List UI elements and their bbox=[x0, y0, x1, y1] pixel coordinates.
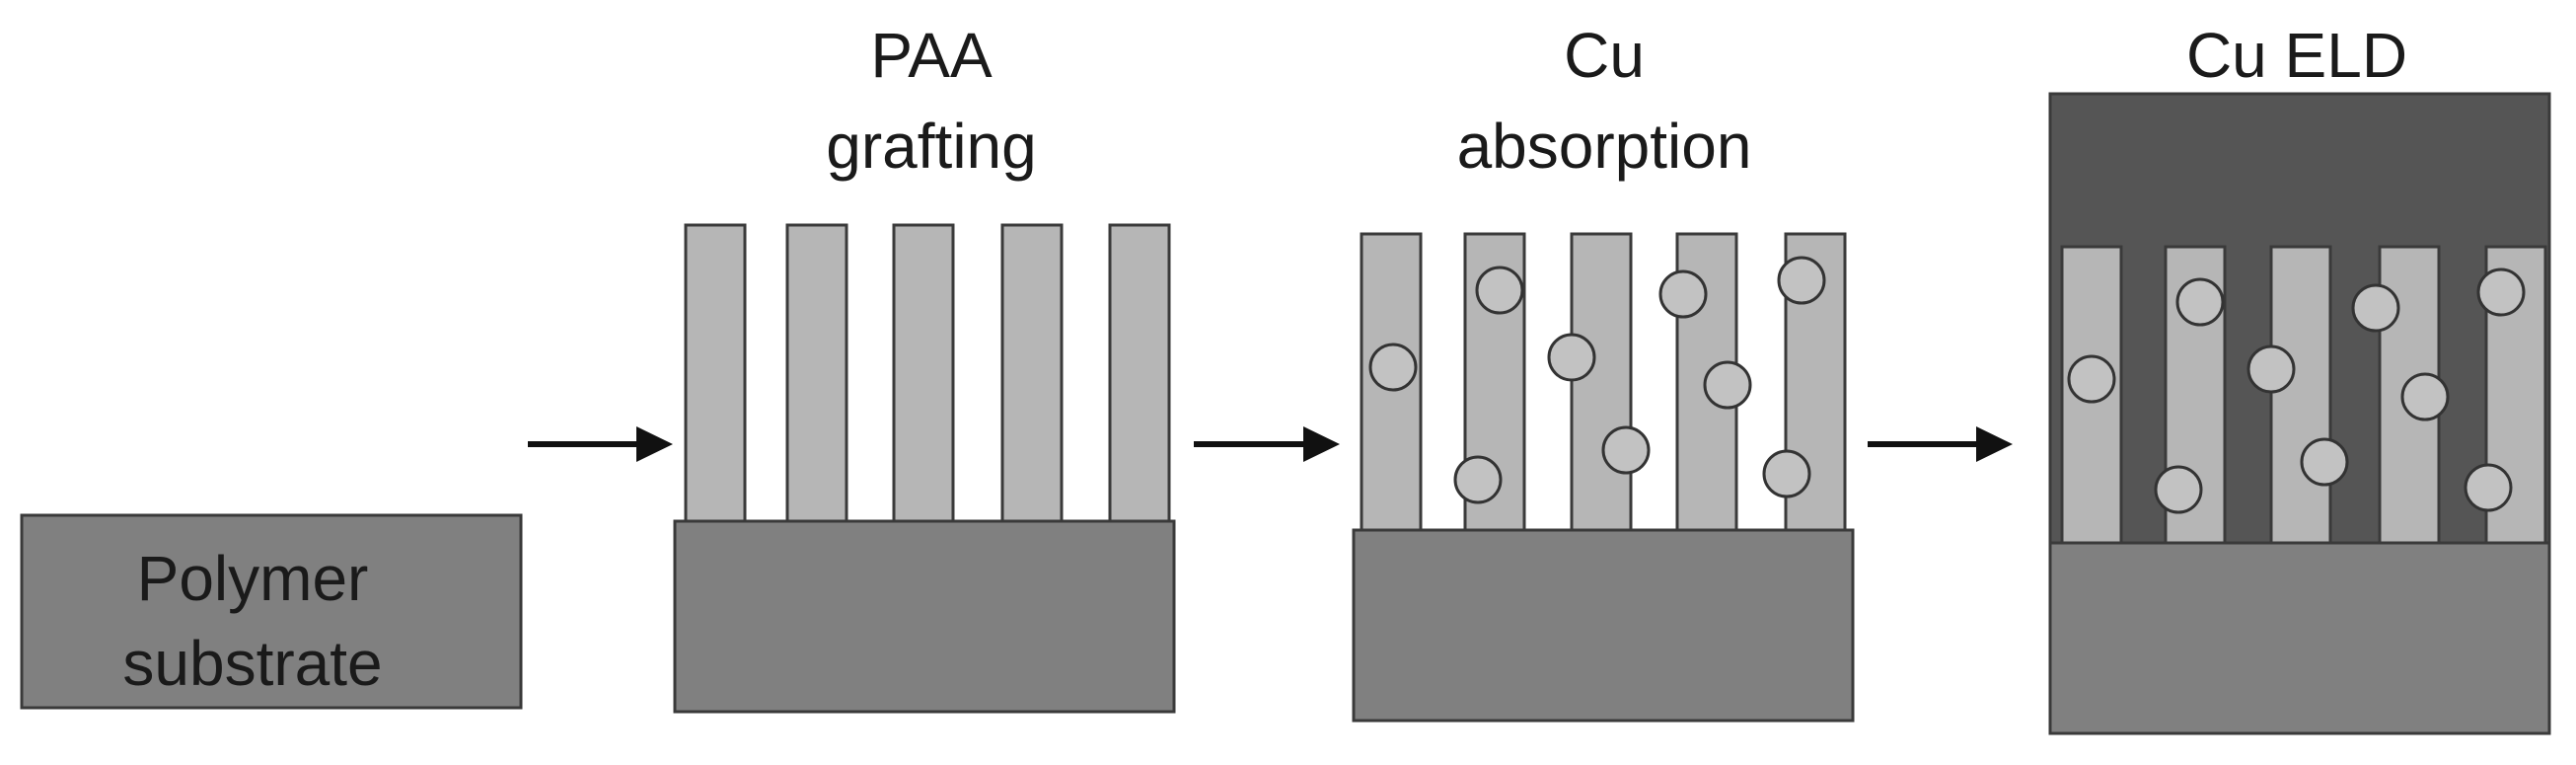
cu-particle bbox=[2154, 465, 2203, 514]
step-3-label-line-2: absorption bbox=[1457, 111, 1752, 182]
cu-particle bbox=[2067, 354, 2116, 404]
step-paa-grafting: PAA grafting bbox=[673, 20, 1176, 714]
step-4-label: Cu ELD bbox=[2186, 20, 2407, 91]
step-1-label-line-2: substrate bbox=[122, 628, 382, 699]
step-1-label-line-1: Polymer bbox=[137, 543, 369, 614]
cu-particle bbox=[1368, 343, 1418, 392]
cu-particle bbox=[1453, 455, 1503, 504]
grafted-substrate-block bbox=[673, 519, 1176, 714]
cu-particle bbox=[2351, 283, 2400, 333]
eld-substrate-block bbox=[2048, 541, 2551, 735]
step-cu-absorption: Cu absorption bbox=[1352, 20, 1855, 723]
cu-particle bbox=[2400, 372, 2450, 421]
cu-particle bbox=[2476, 268, 2526, 317]
step-polymer-substrate: Polymer substrate bbox=[20, 513, 523, 710]
step-cu-eld: Cu ELD bbox=[2048, 20, 2551, 735]
cu-particle bbox=[1703, 360, 1752, 410]
cu-particle bbox=[1762, 449, 1811, 498]
cu-particle bbox=[1658, 269, 1708, 319]
cu-particle bbox=[1547, 333, 1596, 382]
cu-particle bbox=[1475, 266, 1524, 315]
cu-substrate-block bbox=[1352, 528, 1855, 723]
paa-brush-3 bbox=[892, 223, 955, 523]
paa-brush-1 bbox=[684, 223, 747, 523]
cu-particle bbox=[1777, 256, 1826, 305]
cu-particle bbox=[2246, 344, 2296, 394]
polymer-substrate-block bbox=[20, 513, 523, 710]
arrow-2 bbox=[1194, 426, 1340, 462]
cu-particle bbox=[1601, 425, 1651, 475]
paa-brush-4 bbox=[1000, 223, 1064, 523]
cu-particle bbox=[2175, 277, 2225, 327]
arrow-1 bbox=[528, 426, 673, 462]
step-2-label-line-2: grafting bbox=[826, 111, 1036, 182]
step-3-label-line-1: Cu bbox=[1564, 20, 1645, 91]
step-2-label-line-1: PAA bbox=[870, 20, 993, 91]
cu-particle bbox=[2464, 463, 2513, 512]
cu-brush-3 bbox=[1570, 232, 1633, 532]
arrow-3 bbox=[1868, 426, 2013, 462]
paa-brush-2 bbox=[785, 223, 848, 523]
cu-particle bbox=[2300, 437, 2349, 487]
eld-brush-3 bbox=[2269, 245, 2332, 545]
paa-brush-5 bbox=[1108, 223, 1171, 523]
